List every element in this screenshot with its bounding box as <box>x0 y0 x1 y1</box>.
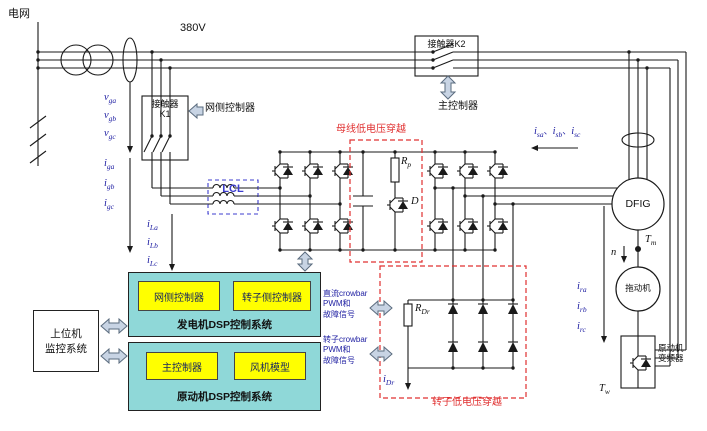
ilc-label: iLc <box>147 255 158 269</box>
igb-label: igb <box>104 178 115 192</box>
gen-dsp-caption: 发电机DSP控制系统 <box>176 319 273 331</box>
d-label: D <box>411 196 419 207</box>
vga-label: vga <box>104 92 117 106</box>
dfig-label: DFIG <box>625 198 651 210</box>
crowbar-rectifier <box>403 299 519 390</box>
tw-label: Tw <box>599 383 610 397</box>
lcl-filter <box>207 179 259 215</box>
measurement-arrows <box>127 82 627 343</box>
host-monitor-box: 上位机 监控系统 <box>33 310 99 372</box>
contactor-k1-symbol <box>141 95 189 161</box>
contactor-k1-label: 接触器 K1 <box>151 99 179 120</box>
n-speed-label: n <box>611 247 617 258</box>
voltage-380-label: 380V <box>180 22 206 34</box>
signal-flow-arrows <box>100 75 457 365</box>
transformer-icon <box>60 44 114 76</box>
rotor-side-converter <box>426 152 509 250</box>
vgc-label: vgc <box>104 128 116 142</box>
drag-motor-symbol <box>615 266 661 312</box>
pm-inverter-label: 原动机 变频器 <box>658 343 684 363</box>
contactor-k2-symbol <box>414 35 479 77</box>
stator-currents-label: isa、isb、isc <box>534 126 581 140</box>
dc-crowbar-note: 直流crowbar PWM和 故障信号 <box>323 289 368 319</box>
motor-dsp-box: 主控制器 风机模型 原动机DSP控制系统 <box>128 342 321 411</box>
gen-dsp-box: 网侧控制器 转子侧控制器 发电机DSP控制系统 <box>128 272 321 337</box>
lcl-label: LCL <box>222 183 244 195</box>
bus-lvrt-label: 母线低电压穿越 <box>336 124 406 135</box>
fan-model-box: 风机模型 <box>234 352 306 380</box>
igc-label: igc <box>104 198 115 212</box>
motor-dsp-caption: 原动机DSP控制系统 <box>176 391 273 403</box>
vgb-label: vgb <box>104 110 117 124</box>
rotor-ctrl-box: 转子侧控制器 <box>233 281 311 311</box>
rdr-label: RDr <box>415 303 430 317</box>
pm-inverter-symbol <box>620 335 656 389</box>
irc-label: irc <box>577 321 586 335</box>
dc-link-capacitor <box>353 152 373 250</box>
power-bus-wires <box>37 22 687 388</box>
junction-dots <box>36 50 649 370</box>
ilb-label: iLb <box>147 237 158 251</box>
main-ctrl-box: 主控制器 <box>146 352 218 380</box>
ira-label: ira <box>577 281 587 295</box>
contactor-k2-label: 接触器K2 <box>427 39 466 49</box>
grid-ctrl-box: 网侧控制器 <box>138 281 220 311</box>
grid-side-converter <box>271 152 354 250</box>
iga-label: iga <box>104 158 115 172</box>
drag-motor-label: 拖动机 <box>625 283 651 293</box>
main-controller-label: 主控制器 <box>438 101 478 112</box>
cable-marker-right-icon <box>621 132 655 148</box>
dfig-symbol <box>611 177 665 231</box>
grid-label: 电网 <box>8 8 30 20</box>
ila-label: iLa <box>147 219 158 233</box>
tm-label: Tm <box>645 234 657 248</box>
rp-label: Rp <box>401 156 412 170</box>
grid-side-controller-label: 网侧控制器 <box>205 103 255 114</box>
rotor-lvrt-label: 转子低电压穿越 <box>432 397 502 408</box>
rotor-lvrt-outline <box>379 265 527 399</box>
bus-lvrt-outline <box>349 139 423 263</box>
irb-label: irb <box>577 301 587 315</box>
ground-hatch-icon <box>29 115 47 164</box>
rotor-crowbar-note: 转子crowbar PWM和 故障信号 <box>323 335 368 365</box>
idr-label: iDr <box>383 374 395 388</box>
